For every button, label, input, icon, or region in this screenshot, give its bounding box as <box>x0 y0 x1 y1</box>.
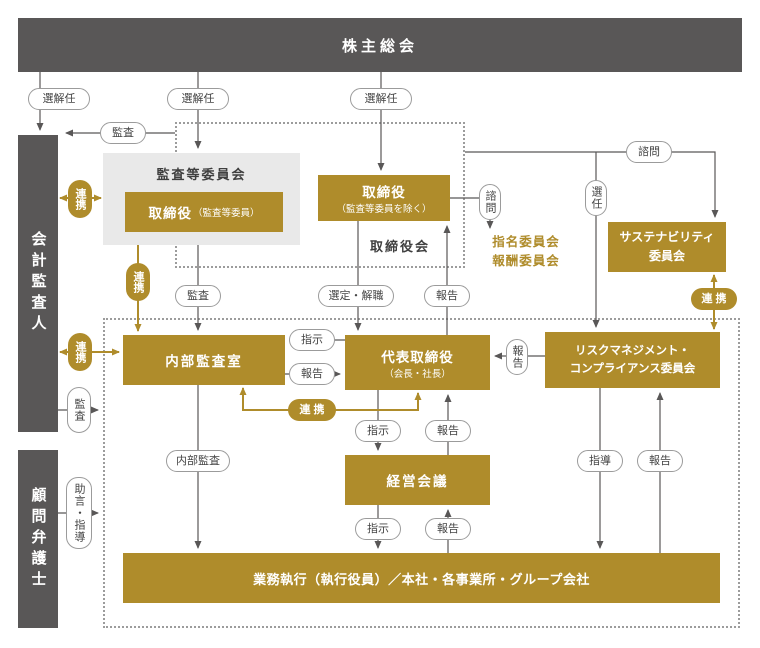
representative-director-box: 代表取締役 （会長・社長） <box>345 335 490 390</box>
edge-label-instruct-meeting: 指示 <box>355 420 401 442</box>
edge-label-audit-mid: 監査 <box>175 285 221 307</box>
edge-label-audit-top: 監査 <box>100 122 146 144</box>
nomination-committee-label: 指名委員会 <box>492 235 560 249</box>
edge-label-report-risk: 報告 <box>637 450 683 472</box>
remuneration-committee-label: 報酬委員会 <box>492 254 560 269</box>
audit-committee-group: 監査等委員会 取締役（監査等委員） <box>103 153 300 245</box>
directors-box: 取締役 （監査等委員を除く） <box>318 175 450 221</box>
representative-director-sub: （会長・社長） <box>384 368 451 380</box>
edge-label-cooperate-committee-internal-audit: 連携 <box>126 263 150 301</box>
edge-label-internal-audit: 内部監査 <box>166 450 230 472</box>
edge-label-report-internal-audit: 報告 <box>289 363 335 385</box>
edge-label-appoint-risk: 選任 <box>585 180 607 216</box>
arrow-board-to-sustainability <box>465 151 719 218</box>
business-execution-label: 業務執行（執行役員）／本社・各事業所・グループ会社 <box>253 571 590 587</box>
edge-label-cooperate-sustainability-risk: 連 携 <box>691 288 737 310</box>
accounting-auditor-bar: 会計監査人 <box>18 135 58 432</box>
shareholders-meeting-label: 株主総会 <box>341 37 418 55</box>
edge-label-instruct-execution: 指示 <box>355 518 401 540</box>
edge-label-instruct-internal-audit: 指示 <box>289 329 335 351</box>
edge-label-appoint-dismiss-committee: 選解任 <box>167 88 229 110</box>
internal-audit-office-label: 内部監査室 <box>165 354 243 369</box>
sustainability-committee-box: サステナビリティ 委員会 <box>608 222 726 272</box>
audit-committee-directors-sub: （監査等委員） <box>192 208 260 219</box>
edge-label-appoint-dismiss-auditor: 選解任 <box>28 88 90 110</box>
internal-audit-office-box: 内部監査室 <box>123 335 285 385</box>
edge-label-report-execution: 報告 <box>425 518 471 540</box>
risk-committee-label-line1: リスクマネジメント・ <box>575 344 690 357</box>
representative-director-title: 代表取締役 <box>381 349 454 365</box>
audit-committee-directors-box: 取締役（監査等委員） <box>125 192 283 232</box>
sustainability-label-line1: サステナビリティ <box>619 230 715 245</box>
audit-committee-label: 監査等委員会 <box>156 167 247 182</box>
risk-compliance-committee-box: リスクマネジメント・ コンプライアンス委員会 <box>545 332 720 388</box>
execution-group-frame <box>103 318 740 628</box>
management-meeting-label: 経営会議 <box>386 474 449 489</box>
edge-label-report-risk-to-representative: 報告 <box>506 339 528 375</box>
edge-label-cooperate-internal-audit-representative: 連 携 <box>288 399 336 421</box>
audit-committee-directors-title: 取締役 <box>148 206 192 221</box>
board-of-directors-label: 取締役会 <box>369 239 430 254</box>
edge-label-consult-nomination: 諮問 <box>479 184 501 220</box>
nomination-remuneration-committee-box: 指名委員会 報酬委員会 <box>478 233 574 279</box>
edge-label-appoint-dismiss-directors: 選解任 <box>350 88 412 110</box>
edge-label-select-dismiss: 選定・解職 <box>318 285 394 307</box>
edge-label-cooperate-auditor-committee: 連携 <box>68 180 92 218</box>
advisor-lawyer-bar: 顧問弁護士 <box>18 450 58 628</box>
sustainability-label-line2: 委員会 <box>648 249 685 263</box>
edge-label-advice-guide: 助言・指導 <box>66 477 92 549</box>
edge-label-consult-sustainability: 諮問 <box>626 141 672 163</box>
edge-label-report-meeting: 報告 <box>425 420 471 442</box>
edge-label-cooperate-auditor-internal-audit: 連携 <box>68 333 92 371</box>
edge-label-report-to-board: 報告 <box>424 285 470 307</box>
risk-committee-label-line2: コンプライアンス委員会 <box>569 363 696 375</box>
accounting-auditor-label: 会計監査人 <box>29 231 47 336</box>
directors-sub: （監査等委員を除く） <box>336 204 432 215</box>
management-meeting-box: 経営会議 <box>345 455 490 505</box>
advisor-lawyer-label: 顧問弁護士 <box>29 486 47 592</box>
edge-label-audit-auditor: 監査 <box>67 387 91 433</box>
business-execution-box: 業務執行（執行役員）／本社・各事業所・グループ会社 <box>123 553 720 603</box>
directors-title: 取締役 <box>362 185 406 200</box>
shareholders-meeting-box: 株主総会 <box>18 18 742 72</box>
edge-label-guide-execution: 指導 <box>577 450 623 472</box>
